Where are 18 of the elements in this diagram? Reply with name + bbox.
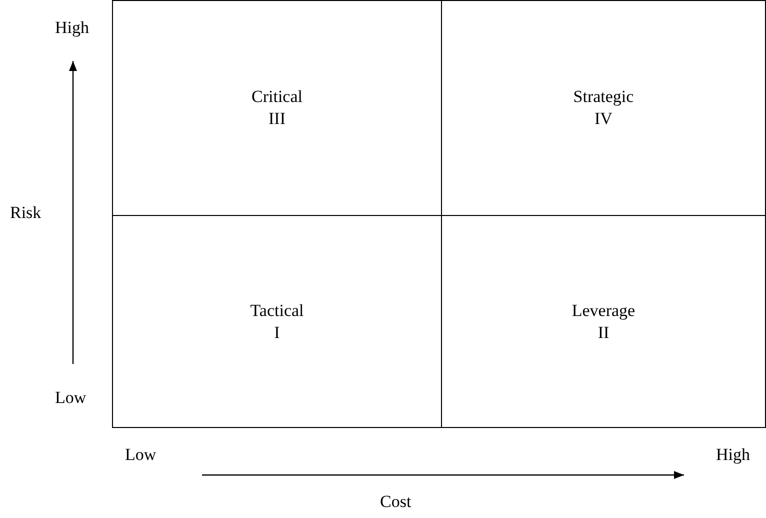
quadrant-box	[441, 0, 766, 216]
quadrant-number: II	[598, 322, 610, 344]
quadrant-title: Strategic	[573, 86, 634, 108]
quadrant-title: Critical	[252, 86, 302, 108]
axis-title: Cost	[380, 492, 412, 512]
axis-title: Risk	[10, 203, 42, 223]
quadrant-title: Leverage	[572, 300, 636, 322]
quadrant-number: I	[274, 322, 280, 344]
axis-label: Low	[125, 445, 156, 465]
quadrant-box	[112, 0, 442, 216]
quadrant-box	[441, 215, 766, 428]
quadrant-number: III	[268, 108, 286, 130]
axis-label: High	[716, 445, 750, 465]
quadrant-title: Tactical	[250, 300, 304, 322]
axis-label: Low	[55, 388, 86, 408]
axis-label: High	[55, 18, 89, 38]
quadrant-box	[112, 215, 442, 428]
quadrant-number: IV	[594, 108, 612, 130]
